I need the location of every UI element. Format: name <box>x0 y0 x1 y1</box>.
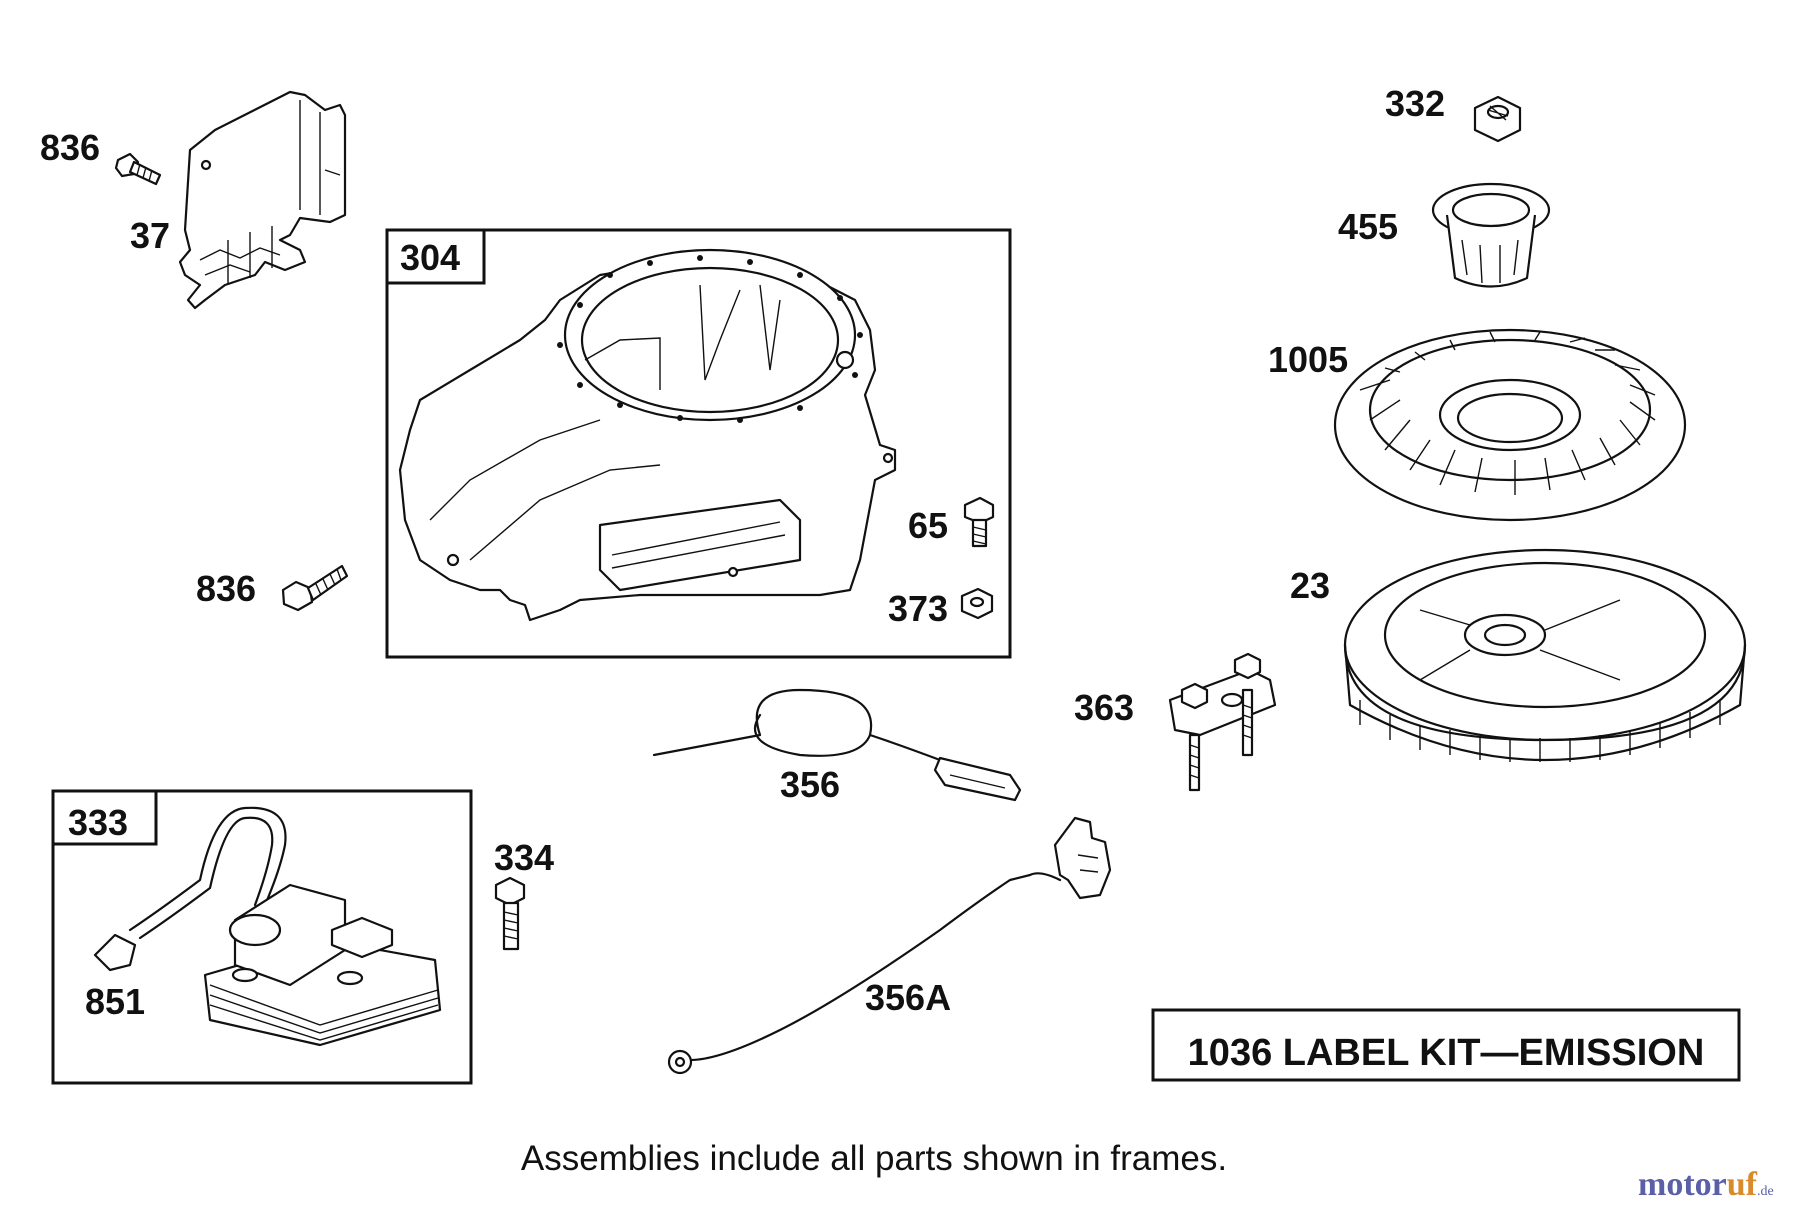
watermark-part2: uf <box>1727 1166 1758 1203</box>
label-455: 455 <box>1338 206 1398 247</box>
label-836-top: 836 <box>40 127 100 168</box>
label-363: 363 <box>1074 687 1134 728</box>
part-37-bracket-drawing <box>178 90 347 310</box>
part-304-blower-housing-drawing <box>398 248 897 622</box>
label-37: 37 <box>130 215 170 256</box>
frame-333 <box>51 789 473 1085</box>
frame-333-tag <box>51 789 158 846</box>
part-334-screw-drawing <box>494 876 526 951</box>
watermark-part1: motor <box>1638 1166 1727 1203</box>
part-23-flywheel-drawing <box>1343 548 1747 762</box>
kit-label-text: 1036 LABEL KIT—EMISSION <box>1188 1032 1705 1074</box>
watermark-logo: motoruf.de <box>1638 1166 1774 1203</box>
label-851: 851 <box>85 981 145 1022</box>
part-65-screw-drawing <box>963 496 995 548</box>
label-65: 65 <box>908 505 948 546</box>
footnote: Assemblies include all parts shown in fr… <box>521 1139 1227 1178</box>
label-23: 23 <box>1290 565 1330 606</box>
part-356a-ground-wire-drawing <box>667 816 1112 1075</box>
frame-304 <box>385 228 1012 659</box>
label-304: 304 <box>400 237 460 278</box>
kit-label-box <box>1151 1008 1741 1082</box>
frame-304-tag <box>385 228 486 285</box>
watermark-suffix: .de <box>1757 1184 1774 1199</box>
part-332-nut-drawing <box>1473 95 1522 143</box>
label-334: 334 <box>494 837 554 878</box>
label-332: 332 <box>1385 83 1445 124</box>
part-356-wire-drawing <box>652 688 1022 802</box>
part-363-bracket-drawing <box>1168 652 1277 792</box>
part-1005-fan-drawing <box>1333 328 1687 522</box>
part-333-coil-drawing <box>93 806 442 1047</box>
label-356: 356 <box>780 764 840 805</box>
part-373-nut-drawing <box>960 587 994 620</box>
part-836-screw-top-drawing <box>114 152 162 186</box>
label-356a: 356A <box>865 977 951 1018</box>
part-455-cup-drawing <box>1431 182 1551 288</box>
part-836-screw-middle-drawing <box>281 564 349 612</box>
label-1005: 1005 <box>1268 339 1348 380</box>
label-333: 333 <box>68 802 128 843</box>
label-373: 373 <box>888 588 948 629</box>
label-836-middle: 836 <box>196 568 256 609</box>
